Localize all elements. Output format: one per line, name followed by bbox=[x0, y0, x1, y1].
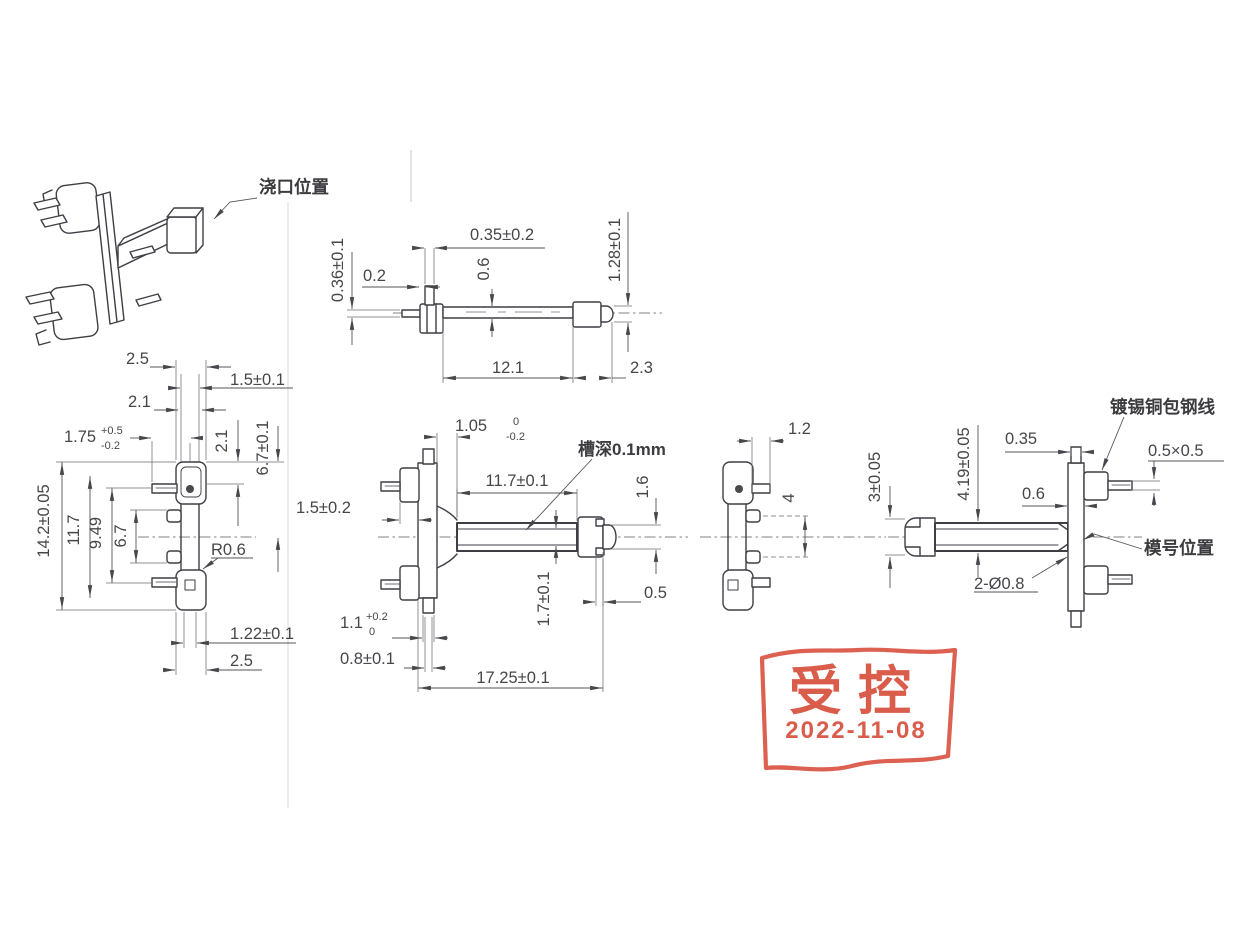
front-view2-dimensions: 1.2 4 3±0.05 bbox=[737, 420, 905, 588]
dim-pin-len2: 1.5±0.2 bbox=[296, 499, 351, 517]
gate-position-label: 浇口位置 bbox=[259, 177, 329, 197]
dim-width-top: 2.5 bbox=[126, 350, 149, 368]
dim-tab-width: 0.35±0.2 bbox=[470, 226, 534, 244]
dim-cap-len: 2.3 bbox=[630, 359, 653, 377]
dim-total-height: 14.2±0.05 bbox=[35, 484, 53, 557]
dim-h3: 6.7 bbox=[112, 525, 130, 548]
dim-pin-w: 0.8±0.1 bbox=[340, 650, 395, 668]
dim-boss-w-tol-up: +0.2 bbox=[366, 611, 388, 623]
dim-cap-t: 0.5 bbox=[644, 584, 667, 602]
top-view-dimensions: 0.36±0.1 0.2 0.35±0.2 0.6 1.28±0.1 12.1 … bbox=[329, 212, 653, 383]
dim-cap-h2: 3±0.05 bbox=[866, 452, 884, 502]
dim-pin-sq: 0.5×0.5 bbox=[1148, 442, 1204, 460]
isometric-view bbox=[25, 182, 204, 346]
right-view-dimensions: 4.19±0.05 0.35 0.6 0.5×0.5 镀锡铜包钢线 模号位置 2… bbox=[955, 397, 1224, 593]
dim-body-width: 2.1 bbox=[128, 393, 151, 411]
dim-h1: 11.7 bbox=[65, 515, 83, 546]
dim-flange-h: 4.19±0.05 bbox=[955, 427, 973, 500]
fold-lines bbox=[287, 150, 412, 808]
mold-position-label: 模号位置 bbox=[1144, 538, 1214, 558]
side-view-dimensions: 1.5±0.2 1.05 0 -0.2 槽深0.1mm 11.7±0.1 1.6… bbox=[296, 416, 667, 692]
dim-tip-dia: 1.28±0.1 bbox=[606, 218, 624, 282]
dim-boss-w: 1.1 bbox=[340, 614, 363, 632]
stamp-border bbox=[759, 647, 958, 772]
front-view-dimensions: 2.5 1.5±0.1 2.1 1.75 +0.5 -0.2 2.1 6.7±0… bbox=[35, 350, 296, 675]
dim-pin-pitch: 4 bbox=[780, 493, 798, 502]
dim-flange-t-tol-up: 0 bbox=[513, 416, 519, 428]
stamp-date: 2022-11-08 bbox=[785, 717, 926, 744]
dim-total-len: 17.25±0.1 bbox=[476, 669, 549, 687]
dim-neck-width: 1.5±0.1 bbox=[230, 371, 285, 389]
dim-slot: 1.22±0.1 bbox=[230, 625, 294, 643]
right-view-part bbox=[888, 446, 1142, 628]
dim-width-bottom: 2.5 bbox=[230, 652, 253, 670]
dim-holes: 2-Ø0.8 bbox=[974, 575, 1024, 593]
dim-pin-len-tol-up: +0.5 bbox=[101, 425, 123, 437]
dim-pin-len3: 1.2 bbox=[788, 420, 811, 438]
front-view2-part bbox=[700, 461, 886, 611]
dim-winding-len: 11.7±0.1 bbox=[486, 472, 549, 490]
dim-tab-w: 0.35 bbox=[1005, 430, 1037, 448]
groove-depth-label: 槽深0.1mm bbox=[578, 439, 666, 459]
dim-core-h: 1.7±0.1 bbox=[535, 572, 553, 627]
dim-pin-len-tol-dn: -0.2 bbox=[101, 440, 120, 452]
dim-cap-h: 1.6 bbox=[634, 476, 652, 499]
dim-h2: 9.49 bbox=[87, 517, 105, 549]
dim-radius: R0.6 bbox=[211, 541, 246, 559]
dim-pin-offset: 0.36±0.1 bbox=[329, 238, 347, 302]
dim-pin-span: 6.7±0.1 bbox=[254, 421, 272, 476]
control-stamp: 受控 2022-11-08 bbox=[759, 647, 958, 772]
stamp-text: 受控 bbox=[789, 660, 927, 722]
gate-position-callout: 浇口位置 bbox=[213, 177, 329, 220]
dim-shaft-dia: 0.6 bbox=[475, 258, 493, 281]
dim-flange-t2: 0.6 bbox=[1022, 485, 1045, 503]
dim-pin-drop: 2.1 bbox=[213, 430, 231, 453]
top-view-part bbox=[393, 285, 662, 334]
dim-slot-width: 0.2 bbox=[363, 267, 386, 285]
dim-shaft-len: 12.1 bbox=[492, 359, 524, 377]
dim-pin-len: 1.75 bbox=[64, 428, 96, 446]
dim-flange-t-tol-dn: -0.2 bbox=[506, 431, 525, 443]
dim-flange-t: 1.05 bbox=[455, 417, 487, 435]
dim-boss-w-tol-dn: 0 bbox=[369, 626, 375, 638]
wire-type-label: 镀锡铜包钢线 bbox=[1110, 397, 1215, 417]
